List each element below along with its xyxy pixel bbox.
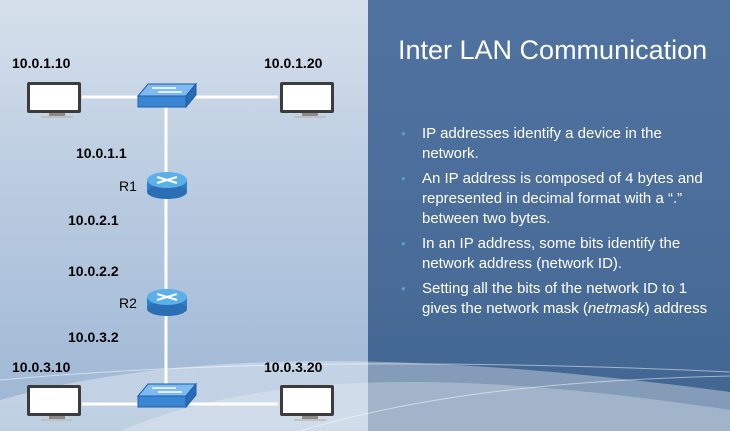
ip-label-host-top-left: 10.0.1.10 — [12, 55, 71, 71]
ip-label-host-top-right: 10.0.1.20 — [264, 55, 323, 71]
bullet-text-emphasis: netmask — [587, 300, 645, 317]
slide-title: Inter LAN Communication — [398, 35, 708, 65]
ip-label-r1-top: 10.0.1.1 — [76, 145, 127, 161]
bullet-dot-icon: • — [401, 126, 406, 141]
bullet-dot-icon: • — [401, 171, 406, 186]
bullet-dot-icon: • — [401, 281, 406, 296]
desktop-monitor-icon — [280, 82, 334, 118]
bullet-item: • Setting all the bits of the network ID… — [398, 279, 718, 319]
ip-label-r2-bottom: 10.0.3.2 — [68, 329, 119, 345]
switch-icon — [136, 82, 198, 109]
ip-label-host-bottom-right: 10.0.3.20 — [264, 359, 323, 375]
bullet-item: • In an IP address, some bits identify t… — [398, 234, 718, 274]
router-icon — [147, 172, 187, 199]
bullet-text: In an IP address, some bits identify the… — [422, 235, 681, 272]
desktop-monitor-icon — [280, 385, 334, 421]
switch-icon — [136, 382, 198, 409]
content-panel — [368, 0, 730, 431]
router-label-r2: R2 — [119, 295, 137, 311]
ip-label-r1-bottom: 10.0.2.1 — [68, 212, 119, 228]
bullet-text: IP addresses identify a device in the ne… — [422, 125, 662, 162]
desktop-monitor-icon — [27, 82, 81, 118]
bullet-list: • IP addresses identify a device in the … — [398, 124, 718, 324]
bullet-text-part: Setting all the bits of the network ID t… — [422, 280, 688, 317]
ip-label-host-bottom-left: 10.0.3.10 — [12, 359, 71, 375]
router-label-r1: R1 — [119, 178, 137, 194]
bullet-item: • IP addresses identify a device in the … — [398, 124, 718, 164]
bullet-text-part: ) address — [644, 300, 708, 317]
ip-label-r2-top: 10.0.2.2 — [68, 263, 119, 279]
bullet-item: • An IP address is composed of 4 bytes a… — [398, 169, 718, 229]
router-icon — [147, 289, 187, 316]
network-diagram — [27, 82, 334, 421]
desktop-monitor-icon — [27, 385, 81, 421]
bullet-dot-icon: • — [401, 236, 406, 251]
bullet-text: An IP address is composed of 4 bytes and… — [422, 170, 703, 227]
